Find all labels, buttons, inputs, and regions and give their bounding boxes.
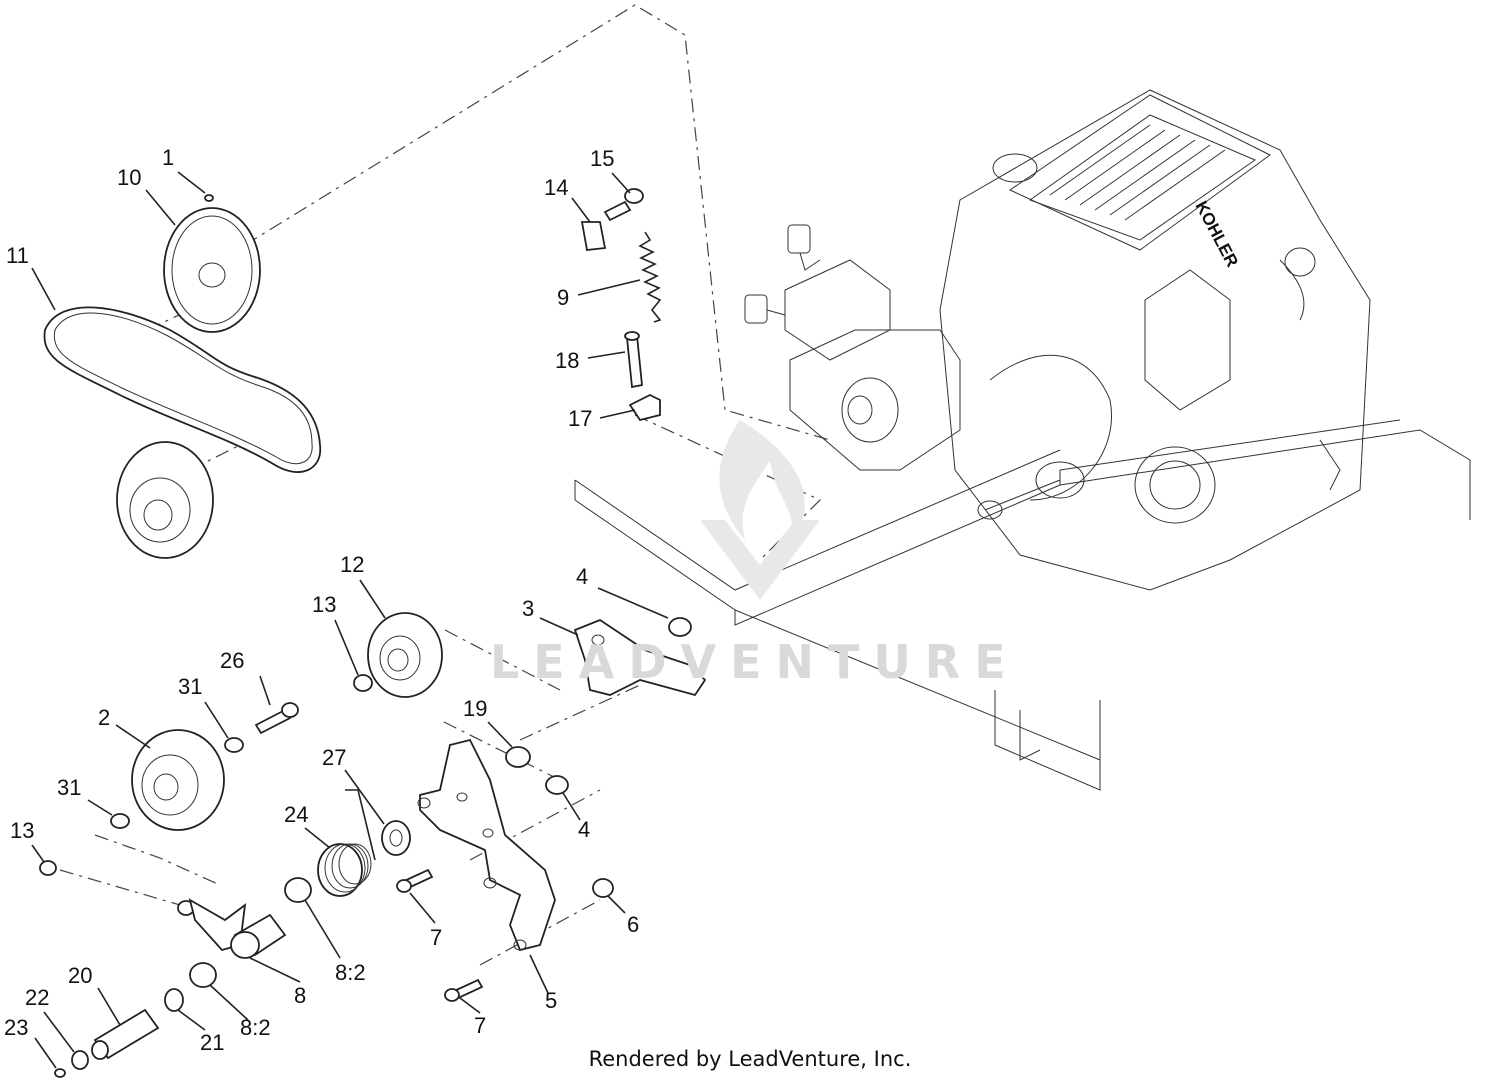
callout-31-lower: 31 xyxy=(57,775,81,800)
callout-5: 5 xyxy=(545,988,557,1013)
watermark-flame-icon xyxy=(719,420,805,545)
ring-part-21 xyxy=(164,988,184,1012)
callout-8-2-lower: 8:2 xyxy=(240,1015,271,1040)
callout-22: 22 xyxy=(25,985,49,1010)
bolt-part-7-lower xyxy=(444,978,484,1002)
callout-7-upper: 7 xyxy=(430,925,442,950)
hydro-pump xyxy=(744,224,961,471)
bushing-part-4-upper xyxy=(668,617,692,637)
callout-4-lower: 4 xyxy=(578,817,590,842)
nut-part-13-upper xyxy=(353,674,373,692)
bushing-part-8-2-upper xyxy=(284,877,312,903)
callout-26: 26 xyxy=(220,648,244,673)
callout-8-2-upper: 8:2 xyxy=(335,960,366,985)
mower-deck-frame xyxy=(574,419,1471,791)
callout-14: 14 xyxy=(544,175,568,200)
engine-pulley xyxy=(116,441,214,559)
callout-6: 6 xyxy=(627,912,639,937)
drive-belt-part-11 xyxy=(43,306,321,473)
callout-8: 8 xyxy=(294,983,306,1008)
callout-15: 15 xyxy=(590,146,614,171)
callout-17: 17 xyxy=(568,406,592,431)
watermark-v-icon xyxy=(700,520,820,600)
watermark-text: LEADVENTURE xyxy=(490,635,1020,689)
bushing-part-6 xyxy=(592,878,614,898)
engine-assembly: KOHLER xyxy=(939,89,1371,591)
callout-24: 24 xyxy=(284,802,308,827)
pump-pulley-part-10 xyxy=(163,207,261,333)
nut-part-13-lower xyxy=(39,860,57,876)
bolt-part-15 xyxy=(603,188,644,222)
render-credit: Rendered by LeadVenture, Inc. xyxy=(589,1047,912,1071)
bolt-part-26 xyxy=(254,702,299,735)
callout-13-upper: 13 xyxy=(312,592,336,617)
clip-part-22 xyxy=(71,1050,89,1070)
idler-pulley-part-12 xyxy=(367,612,443,698)
washer-part-31-upper xyxy=(224,737,244,753)
callout-3: 3 xyxy=(522,596,534,621)
callout-labels: 1 10 11 15 14 9 18 17 12 13 4 3 26 31 2 … xyxy=(4,145,639,1055)
washer-part-31-lower xyxy=(110,813,130,829)
spring-bracket-part-14 xyxy=(580,221,607,251)
callout-7-lower: 7 xyxy=(474,1013,486,1038)
idler-bracket-part-5 xyxy=(417,738,556,952)
callout-20: 20 xyxy=(68,963,92,988)
bushing-part-4-lower xyxy=(545,775,569,795)
engine-brand-label: KOHLER xyxy=(1191,198,1241,270)
callout-27: 27 xyxy=(322,745,346,770)
callout-13-lower: 13 xyxy=(10,818,34,843)
washer-part-27 xyxy=(381,820,411,856)
callout-4-upper: 4 xyxy=(576,564,588,589)
callout-9: 9 xyxy=(557,285,569,310)
assembly-outline xyxy=(59,4,831,966)
shaft-part-20 xyxy=(91,1008,160,1060)
flat-idler-pulley-part-2 xyxy=(131,729,225,831)
set-screw-part-1 xyxy=(204,194,214,202)
torsion-spring-part-24 xyxy=(317,789,376,897)
idler-arm-part-3 xyxy=(573,618,707,697)
callout-21: 21 xyxy=(200,1030,224,1055)
callout-2: 2 xyxy=(98,705,110,730)
bolt-part-7-upper xyxy=(396,868,434,893)
callout-23: 23 xyxy=(4,1015,28,1040)
screw-part-23 xyxy=(54,1068,66,1078)
callout-19: 19 xyxy=(463,696,487,721)
callout-1: 1 xyxy=(162,145,174,170)
extension-spring-part-9 xyxy=(638,231,662,323)
callout-12: 12 xyxy=(340,552,364,577)
callout-11: 11 xyxy=(6,243,29,268)
bushing-part-8-2-lower xyxy=(189,962,217,988)
bushing-part-19 xyxy=(505,746,531,768)
callout-18: 18 xyxy=(555,348,579,373)
leader-lines xyxy=(31,171,669,1069)
bracket-part-17 xyxy=(628,393,661,422)
pin-part-18 xyxy=(624,331,643,389)
callout-31-upper: 31 xyxy=(178,674,202,699)
watermark: LEADVENTURE xyxy=(490,420,1020,689)
callout-10: 10 xyxy=(117,165,141,190)
pivot-arm-part-8 xyxy=(177,898,287,959)
